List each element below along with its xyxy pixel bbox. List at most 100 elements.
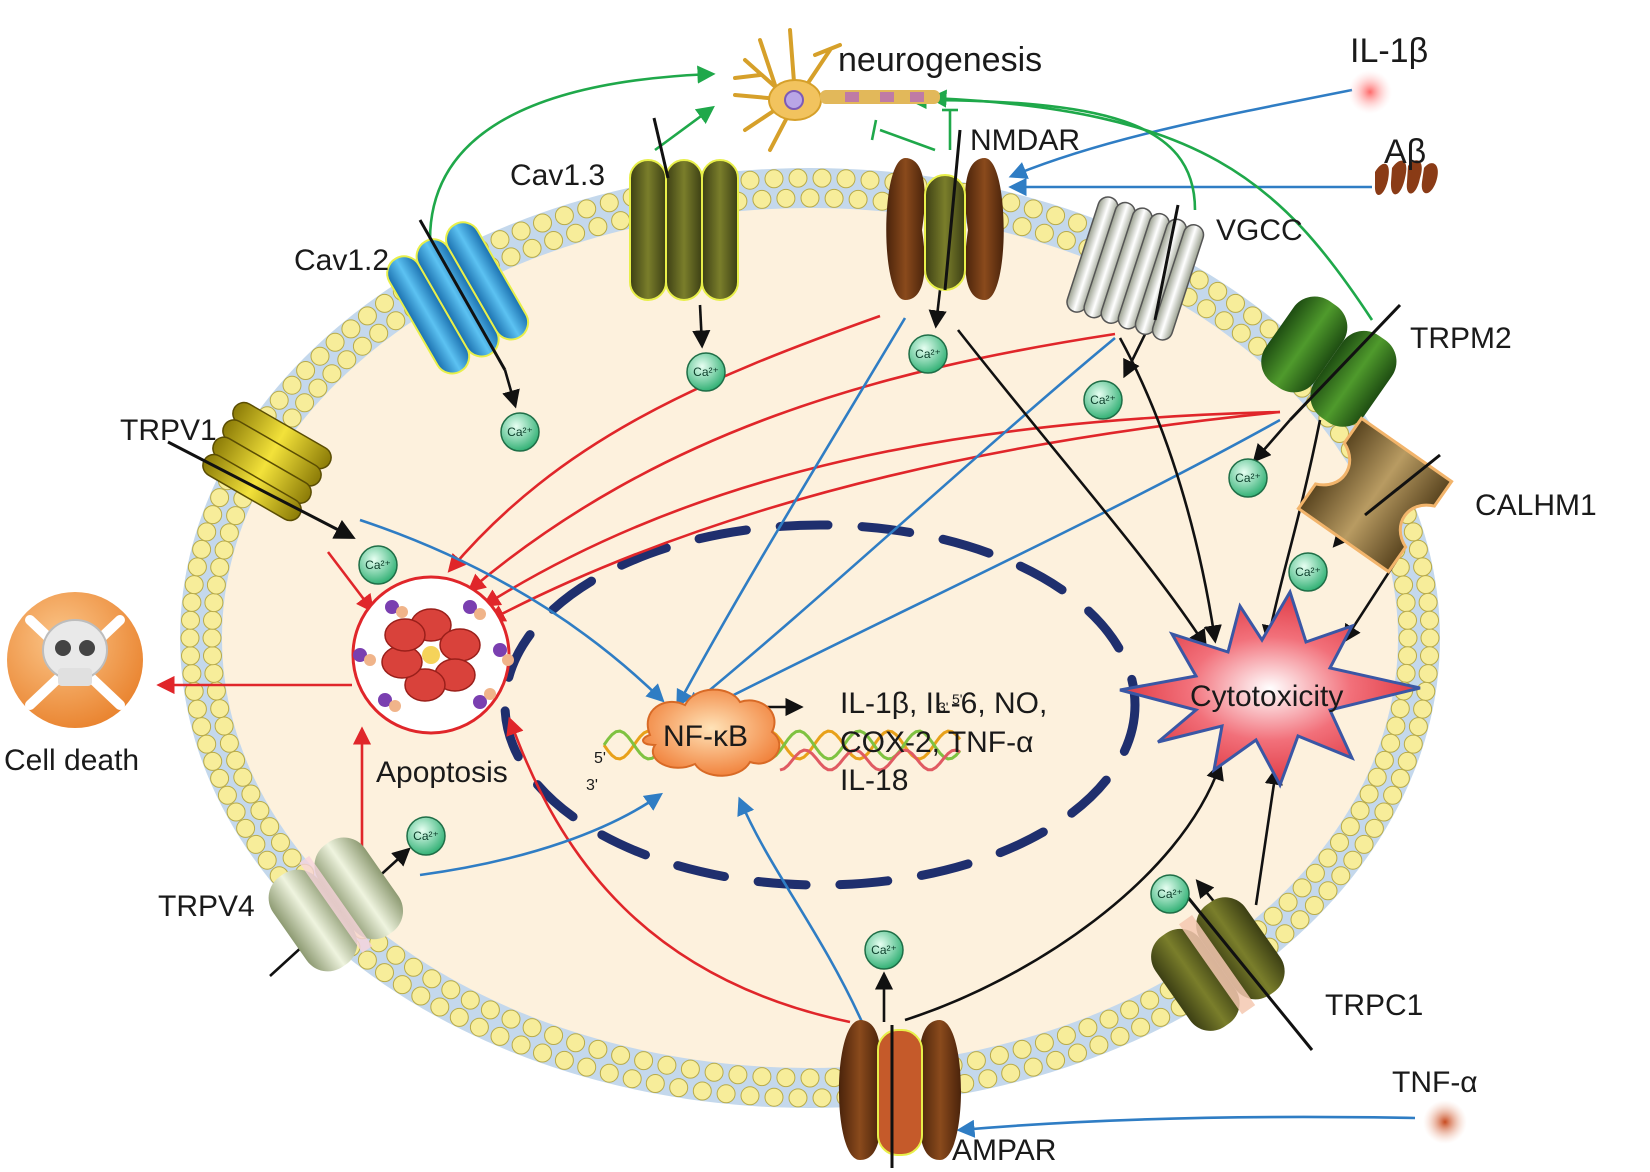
label-calhm1: CALHM1: [1475, 489, 1597, 522]
lipid-head: [1226, 293, 1245, 313]
calcium-ion-icon: [908, 334, 948, 374]
lipid-head: [776, 1068, 796, 1088]
lipid-head: [566, 1033, 586, 1053]
lipid-head: [369, 323, 389, 343]
lipid-head: [1278, 892, 1298, 912]
trpm2-channel[interactable]: [1251, 286, 1407, 437]
cav13-channel[interactable]: [629, 159, 739, 301]
lipid-head: [422, 969, 442, 989]
lipid-head: [250, 801, 270, 820]
lipid-head: [1034, 223, 1054, 243]
lipid-head: [622, 1069, 642, 1089]
calcium-ion-label: Ca²⁺: [365, 558, 391, 572]
lipid-head: [1089, 1035, 1109, 1055]
arrow-ampar-to-apoptosis: [506, 716, 851, 1024]
arrow-trpm2-to-nfkb: [696, 418, 1281, 714]
arrow-ampar-to-nfkb: [737, 796, 864, 1023]
trpv4-channel[interactable]: [258, 827, 413, 981]
lipid-head: [430, 997, 450, 1017]
lipid-head: [1078, 1018, 1098, 1038]
calcium-ion-icon: [358, 545, 398, 585]
lipid-head: [260, 817, 280, 837]
lipid-head: [1413, 699, 1433, 719]
ampar-channel[interactable]: [839, 1020, 961, 1160]
lipid-head: [1197, 299, 1216, 319]
trpc1-channel[interactable]: [1141, 887, 1294, 1040]
lipid-head: [1359, 784, 1379, 804]
lipid-head: [740, 170, 760, 190]
lipid-head: [296, 361, 316, 380]
calcium-ion-label: Ca²⁺: [1157, 887, 1183, 901]
lipid-head: [202, 628, 222, 648]
label-dna-5-left: 5': [594, 750, 606, 767]
calhm1-channel[interactable]: [1296, 416, 1454, 574]
lipid-head: [704, 1062, 724, 1082]
cav12-channel[interactable]: [381, 216, 534, 380]
arrow-trpv1-to-nfkb: [359, 518, 665, 703]
lipid-head: [522, 1018, 542, 1038]
lipid-head: [1056, 1026, 1076, 1045]
tnfa-molecule-icon: [1423, 1100, 1467, 1144]
lipid-head: [812, 168, 832, 188]
label-tnfa-external: TNF-α: [1392, 1066, 1478, 1099]
lipid-head: [511, 221, 531, 241]
lipid-head: [1374, 802, 1394, 822]
lipid-head: [441, 980, 461, 1000]
lipid-head: [187, 557, 207, 577]
lipid-head: [257, 850, 277, 870]
lipid-head: [1420, 610, 1439, 630]
lipid-head: [1413, 557, 1433, 577]
lipid-head: [800, 1068, 820, 1088]
calcium-ion-label: Ca²⁺: [1295, 565, 1321, 579]
lipid-head: [1001, 193, 1021, 213]
lipid-head: [182, 664, 202, 684]
lipid-head: [1214, 311, 1234, 331]
label-neurogenesis: neurogenesis: [838, 41, 1042, 79]
calcium-ion-label: Ca²⁺: [1235, 471, 1261, 485]
lipid-head: [181, 610, 200, 630]
lipid-head: [1403, 522, 1423, 542]
arrow-nmdar-to-apoptosis: [447, 314, 881, 573]
lipid-head: [836, 169, 856, 189]
lipid-head: [1350, 801, 1370, 820]
label-dna-3-left: 3': [586, 777, 598, 794]
nucleus-envelope: [500, 520, 1140, 890]
lipid-head: [1056, 231, 1076, 250]
lipid-head: [1318, 848, 1338, 868]
label-dna-5-right: 5': [952, 691, 962, 707]
trpv1-pore-line: [167, 440, 356, 539]
lipid-head: [812, 1088, 832, 1108]
calcium-ion-icon: [1150, 874, 1190, 914]
lipid-head: [469, 1017, 489, 1037]
lipid-head: [554, 206, 574, 226]
lipid-head: [1001, 1063, 1021, 1083]
label-cytokines-line3: IL-18: [840, 764, 908, 797]
lipid-head: [187, 699, 207, 719]
lipid-head: [1394, 575, 1414, 595]
arrow-trpm2-to-cytotoxicity: [1261, 419, 1322, 644]
vgcc-channel[interactable]: [1064, 194, 1206, 342]
label-cav12: Cav1.2: [294, 244, 389, 277]
arrow-cav12-to-neurogenesis: [428, 65, 716, 241]
calcium-ion-label: Ca²⁺: [915, 347, 941, 361]
label-trpm2: TRPM2: [1410, 322, 1512, 355]
lipid-head: [1023, 199, 1043, 219]
lipid-head: [184, 575, 204, 595]
lipid-head: [692, 1081, 712, 1101]
arrow-il1b-to-nmdar: [1008, 88, 1353, 179]
lipid-head: [788, 168, 808, 188]
lipid-head: [1243, 306, 1263, 326]
cav13-pore-line: [652, 117, 670, 179]
lipid-head: [233, 767, 253, 787]
lipid-head: [1012, 1039, 1032, 1059]
lipid-head: [192, 717, 212, 737]
lipid-head: [1398, 646, 1417, 666]
lipid-head: [214, 540, 234, 560]
arrow-trpv1-to-apoptosis: [326, 551, 375, 613]
nmdar-channel[interactable]: [886, 158, 1004, 300]
lipid-head: [764, 169, 784, 189]
calcium-ion-icon: [406, 816, 446, 856]
lipid-head: [634, 1051, 654, 1071]
lipid-head: [337, 350, 357, 370]
